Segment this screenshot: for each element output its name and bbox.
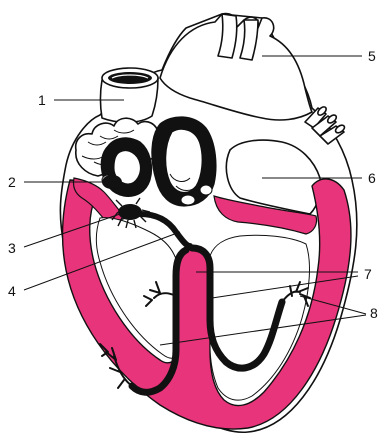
label-5: 5	[368, 48, 376, 64]
label-6: 6	[368, 170, 376, 186]
label-1: 1	[38, 92, 46, 108]
label-4: 4	[8, 283, 16, 299]
aortic-valve-hole	[181, 195, 195, 205]
label-7: 7	[364, 266, 372, 282]
vena-cava-lumen	[108, 72, 152, 84]
label-3: 3	[8, 240, 16, 256]
aortic-valve-hole-2	[200, 185, 212, 195]
label-2: 2	[8, 174, 16, 190]
label-8: 8	[370, 305, 378, 321]
aortic-lumen	[166, 129, 202, 192]
sinoatrial-node	[102, 175, 122, 189]
